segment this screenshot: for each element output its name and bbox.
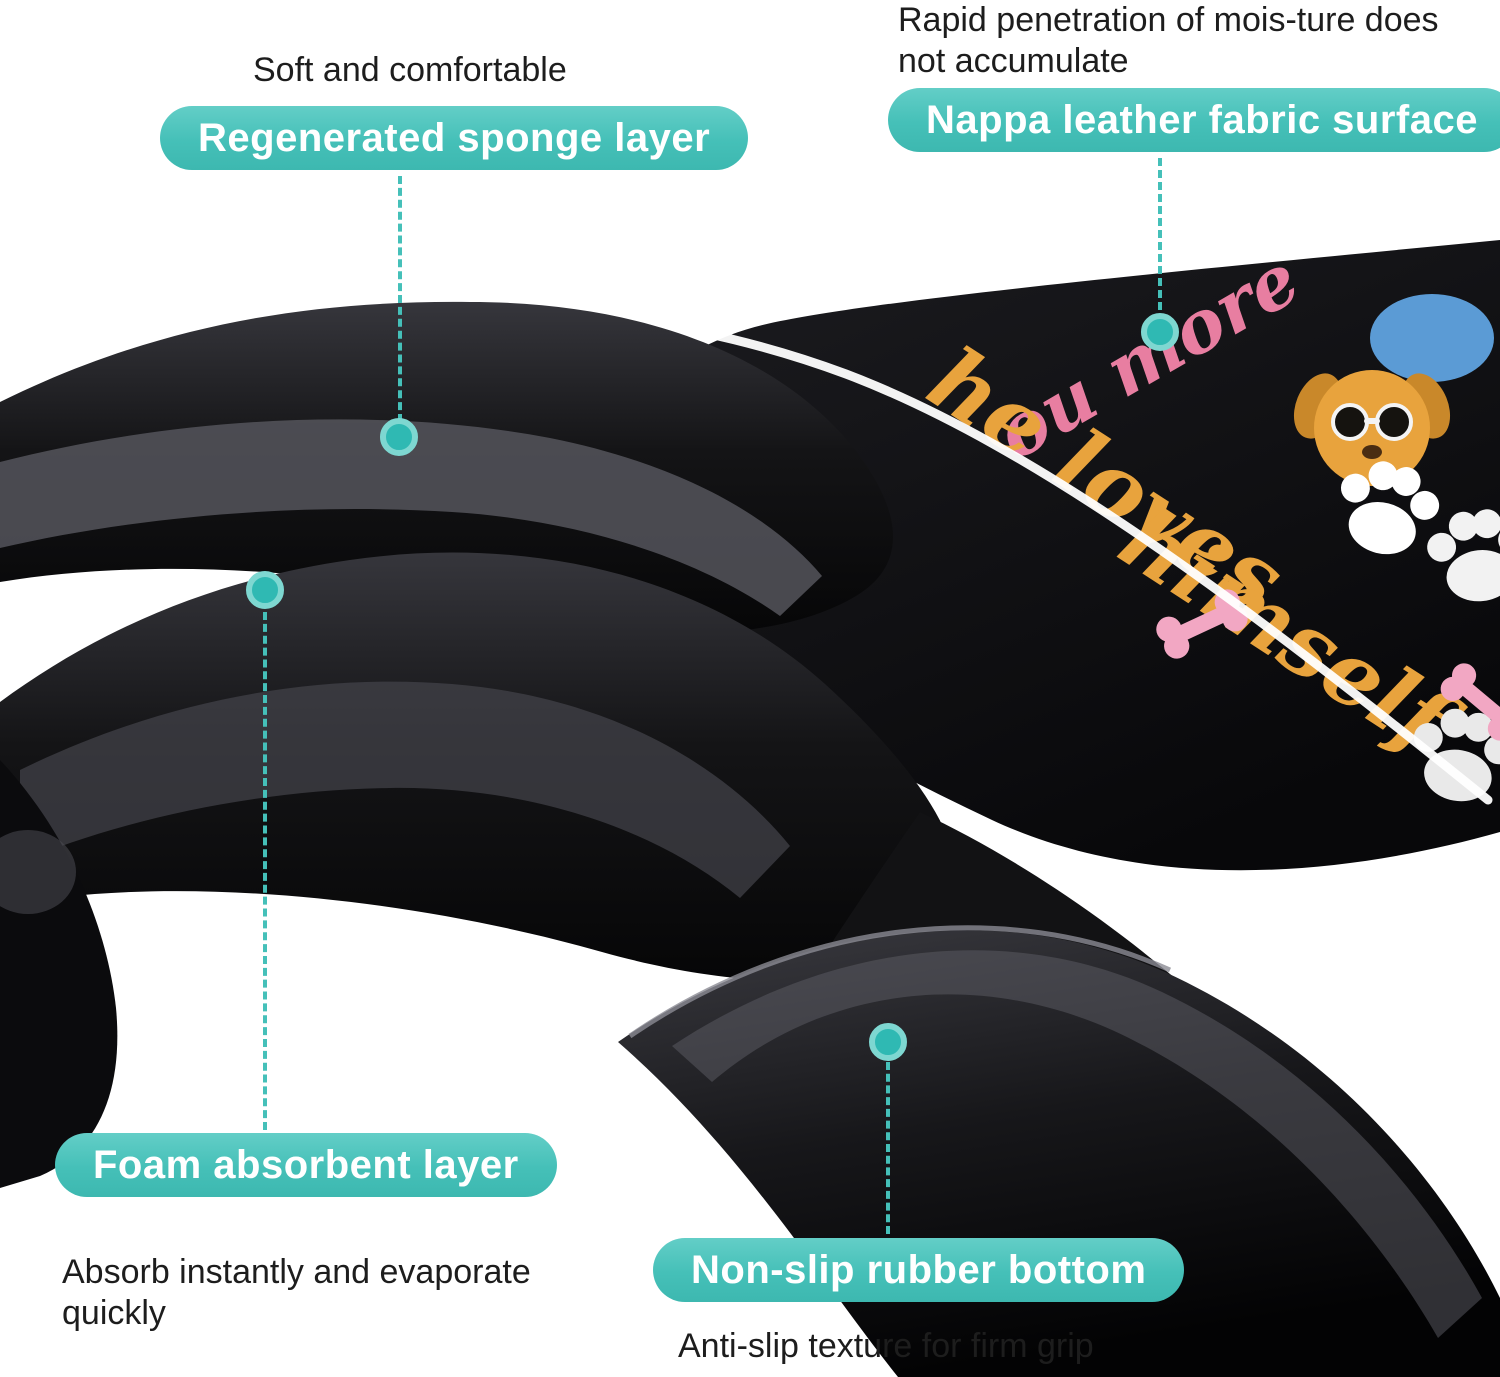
- rubber-connector-dot: [869, 1023, 907, 1061]
- sponge-label-pill: Regenerated sponge layer: [160, 106, 749, 170]
- rubber-sheen: [672, 950, 1482, 1338]
- rubber-bottom-band: [618, 925, 1500, 1377]
- rubber-connector-line: [886, 1062, 890, 1234]
- rubber-label-pill: Non-slip rubber bottom: [653, 1238, 1185, 1302]
- foam-connector-dot: [246, 571, 284, 609]
- surface-connector-line: [1158, 158, 1162, 310]
- foam-label-pill: Foam absorbent layer: [55, 1133, 557, 1197]
- sponge-note: Soft and comfortable: [253, 51, 567, 89]
- surface-note: Rapid penetration of mois-ture does not …: [898, 1, 1439, 81]
- surface-label-pill: Nappa leather fabric surface: [888, 88, 1500, 152]
- blue-blob-graphic: [1370, 294, 1494, 382]
- surface-connector-dot: [1141, 313, 1179, 351]
- rubber-top-edge-highlight: [628, 925, 1172, 1039]
- sponge-layer-edge: [0, 419, 822, 616]
- foam-note: Absorb instantly and evaporate quickly: [62, 1253, 531, 1333]
- foam-layer-edge: [20, 681, 790, 898]
- foam-connector-line: [263, 612, 267, 1130]
- sponge-connector-line: [398, 176, 402, 422]
- mat-left-edge: [0, 760, 118, 1188]
- foam-layer-wave: [0, 552, 959, 981]
- dog-face-graphic: [1293, 370, 1451, 486]
- top-surface-fold: [0, 301, 894, 634]
- sponge-connector-dot: [380, 418, 418, 456]
- rubber-note: Anti-slip texture for firm grip: [678, 1327, 1094, 1365]
